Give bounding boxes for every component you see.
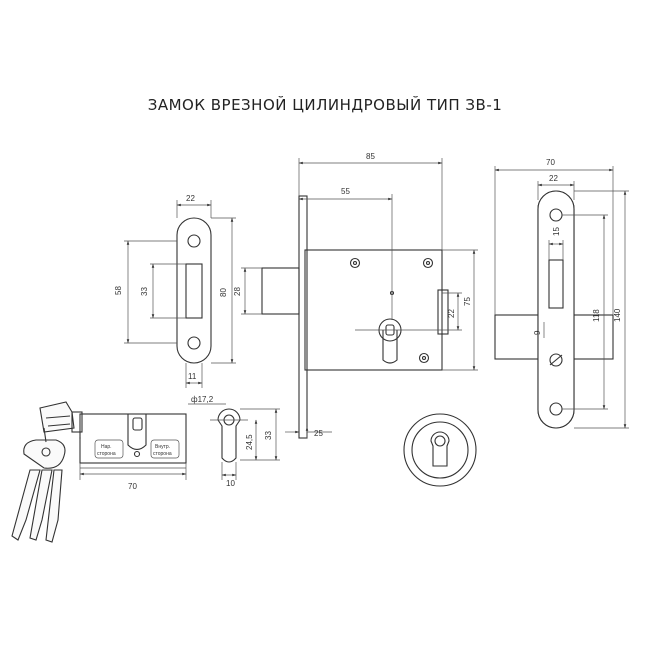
dim-faceplate-33: 33 [140,287,149,296]
lock-case [304,249,443,371]
cylinder-label-right [150,439,180,459]
dim-lock-22: 22 [447,309,456,318]
escutcheon-view [403,413,477,487]
lock-body-view: 85 55 28 22 75 25 [233,152,478,439]
dim-faceplate-11: 11 [188,372,197,381]
strike-view: 70 22 15 118 140 9 [494,158,629,429]
faceplate-view: 22 58 33 80 11 [114,194,236,388]
lock-screw-3 [418,352,430,364]
key-blade-1 [11,469,41,541]
cylinder-profile-view: 10 24,5 33 [210,408,280,488]
dim-faceplate-58: 58 [114,286,123,295]
dim-strike-15: 15 [552,227,561,236]
key-ring-hole [41,447,51,457]
cylinder-label-right-bottom: сторона [153,451,172,457]
dim-strike-118: 118 [592,309,601,322]
lock-cylinder-slot [382,330,398,364]
lock-faceplate-side [298,195,308,439]
dim-strike-9: 9 [533,330,542,335]
dim-faceplate-80: 80 [219,288,228,297]
dim-lock-25: 25 [314,429,323,438]
dim-cylinder-70: 70 [128,482,137,491]
dim-strike-22: 22 [549,174,558,183]
key-head-1 [23,439,66,469]
dim-strike-140: 140 [613,308,622,322]
faceplate-screw-bottom [187,336,201,350]
escutcheon-keyhole [430,431,450,467]
cylinder-label-left-top: Нар. [101,444,112,450]
dim-lock-28: 28 [233,287,242,296]
key-blade-3 [45,469,63,543]
keys-group [11,401,83,543]
faceplate-bolt-slot [185,263,203,319]
dim-cylinder-diameter: ф17,2 [191,395,214,404]
lock-screw-2 [422,257,434,269]
dim-faceplate-width: 22 [186,194,195,203]
key-blade-2 [29,469,53,541]
drawing-title: ЗАМОК ВРЕЗНОЙ ЦИЛИНДРОВЫЙ ТИП ЗВ-1 [147,96,503,114]
faceplate-outline [176,217,212,364]
escutcheon-inner [411,421,469,479]
faceplate-screw-top [187,234,201,248]
cylinder-cam-recess [127,414,147,451]
cylinder-label-left-bottom: сторона [97,451,116,457]
cylinder-label-left [94,439,124,459]
cylinder-label-right-top: Внутр. [155,444,170,450]
dim-cylinder-10: 10 [226,479,235,488]
lock-bolt [261,267,300,315]
dim-strike-70: 70 [546,158,555,167]
dim-cylinder-24-5: 24,5 [245,434,254,450]
dim-lock-55: 55 [341,187,350,196]
strike-cam-screw [549,353,563,367]
escutcheon-outer [403,413,477,487]
strike-slot [548,259,564,309]
lock-screw-1 [349,257,361,269]
dim-lock-75: 75 [463,297,472,306]
lock-back-tab [437,289,449,335]
cylinder-profile [217,408,241,463]
cylinder-view: Нар. сторона Внутр. сторона 70 ф17,2 [79,395,226,491]
dim-cylinder-33: 33 [264,431,273,440]
dim-lock-85: 85 [366,152,375,161]
